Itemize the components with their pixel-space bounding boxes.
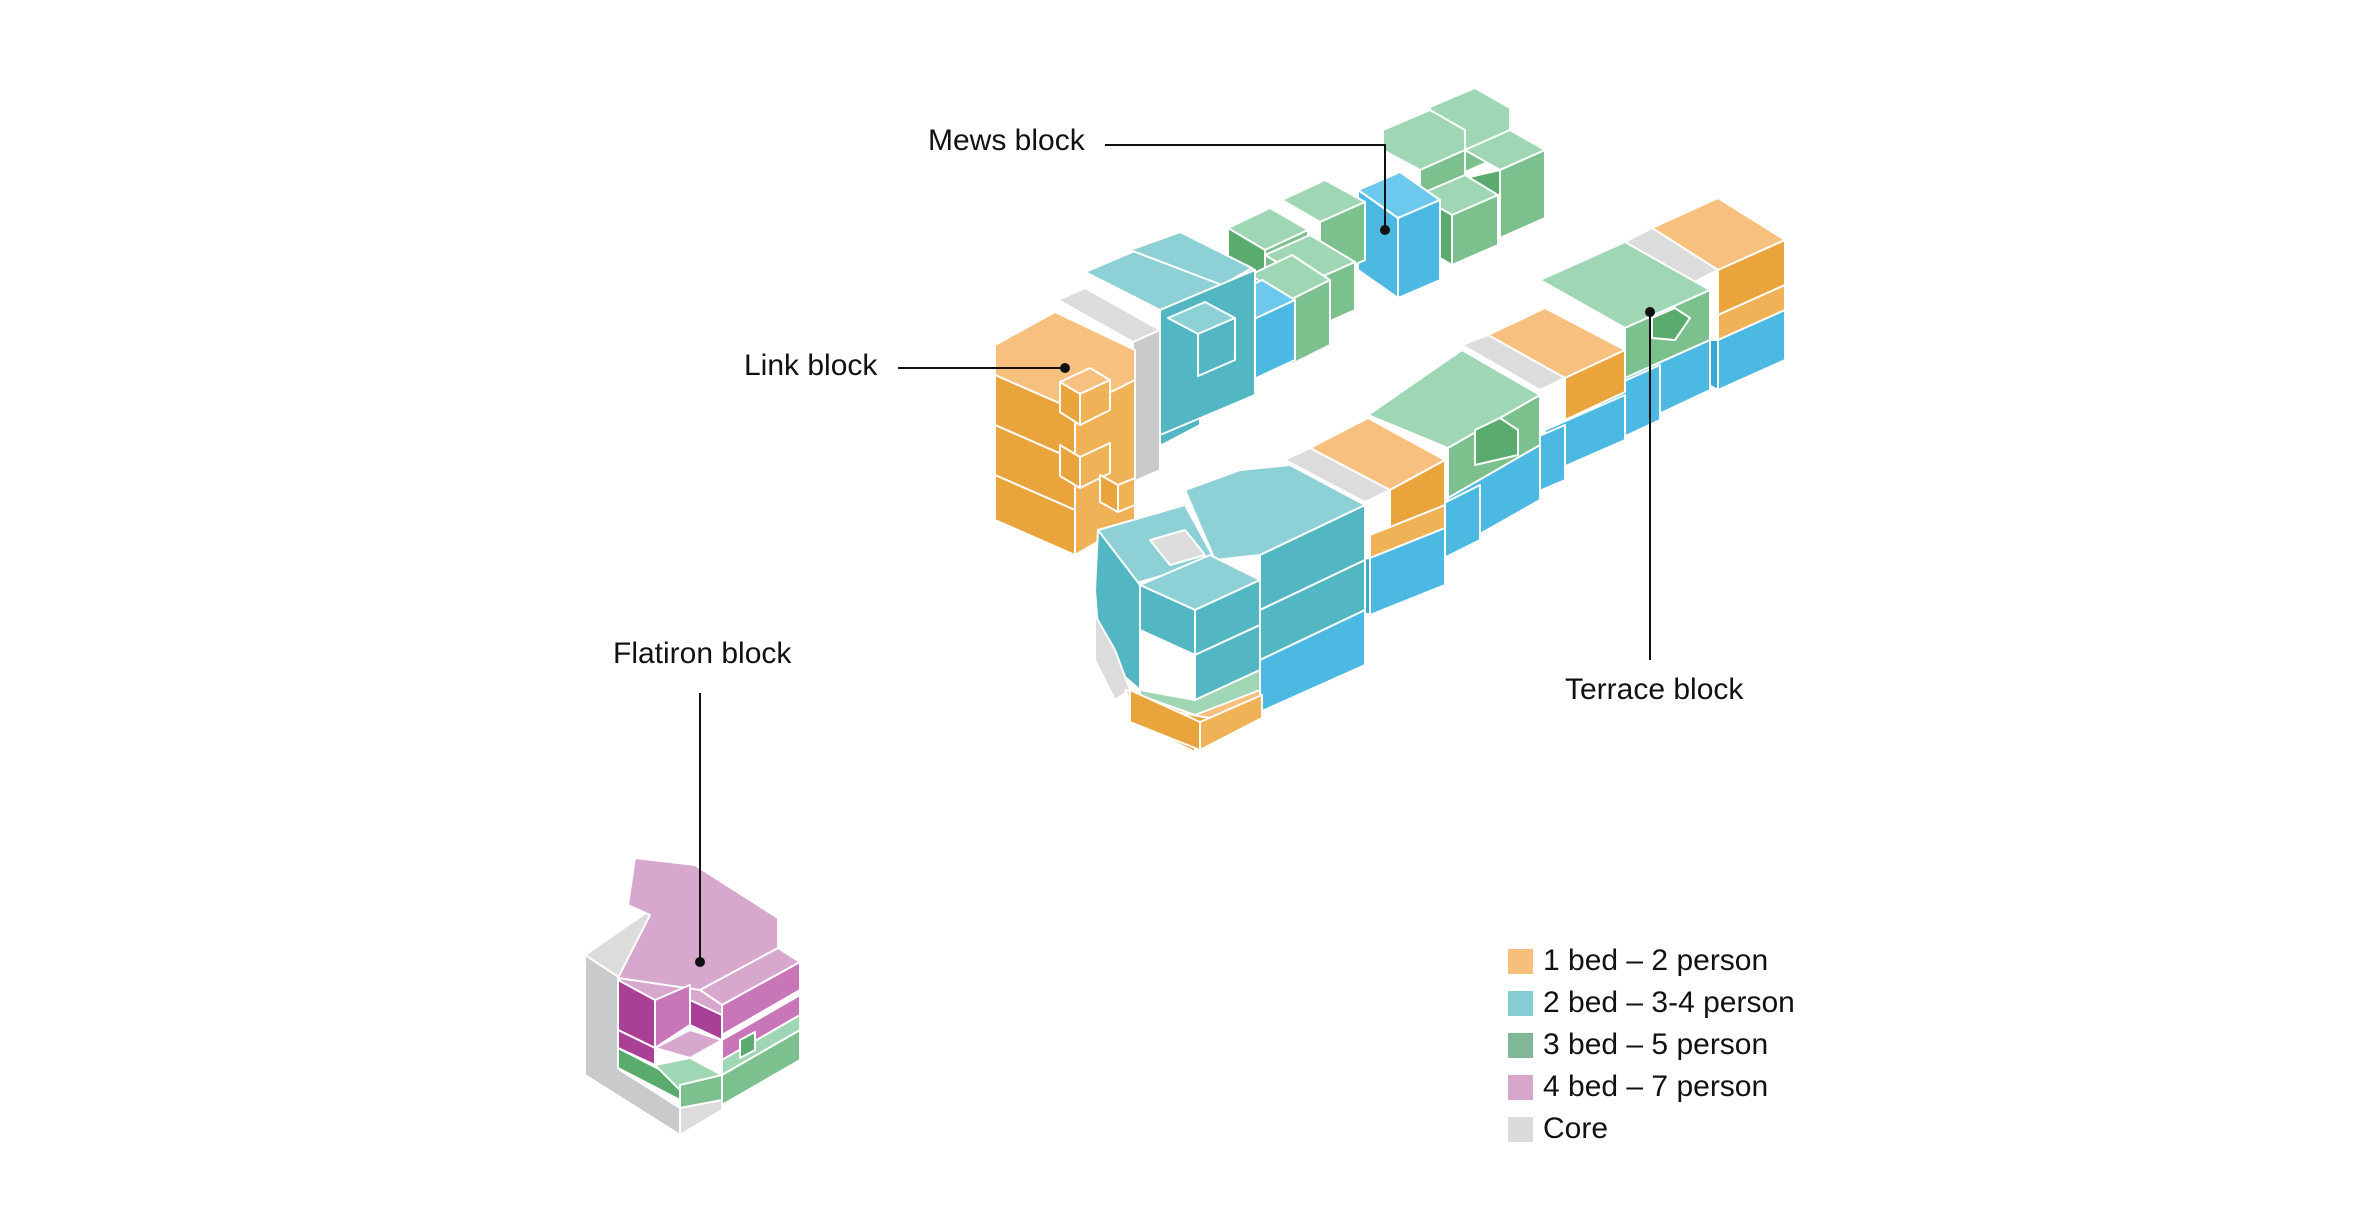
link-block-massing (994, 231, 1256, 556)
flatiron-leader-dot (695, 957, 705, 967)
legend-swatch-1-bed (1508, 948, 1533, 974)
legend-item-core: Core (1508, 1108, 1795, 1150)
legend-swatch-3-bed (1508, 1032, 1533, 1058)
legend-swatch-core (1508, 1116, 1533, 1142)
link-unit (1197, 317, 1236, 377)
flatiron-block-label: Flatiron block (613, 637, 792, 670)
terrace-unit (1474, 417, 1519, 466)
legend-swatch-2-bed (1508, 990, 1533, 1016)
legend-item-1-bed: 1 bed – 2 person (1508, 940, 1795, 982)
legend-item-3-bed: 3 bed – 5 person (1508, 1024, 1795, 1066)
link-block-label: Link block (744, 349, 878, 382)
legend-label-2-bed: 2 bed – 3-4 person (1543, 986, 1795, 1019)
terrace-unit (1651, 307, 1691, 341)
terrace-unit (1564, 349, 1626, 421)
legend-swatch-4-bed (1508, 1074, 1533, 1100)
legend: 1 bed – 2 person 2 bed – 3-4 person 3 be… (1508, 940, 1795, 1150)
link-leader-dot (1060, 363, 1070, 373)
link-core (1132, 329, 1161, 483)
mews-leader-line (1105, 144, 1386, 230)
terrace-unit (1199, 694, 1263, 751)
flatiron-unit (654, 984, 691, 1049)
link-unit (1129, 231, 1253, 286)
link-balcony (1079, 379, 1111, 426)
mews-leader-dot (1380, 225, 1390, 235)
terrace-leader-dot (1645, 307, 1655, 317)
terrace-core (1149, 529, 1206, 566)
terrace-core (1094, 614, 1131, 701)
leader-lines (699, 144, 1651, 962)
terrace-block-label: Terrace block (1565, 673, 1744, 706)
mews-block-label: Mews block (928, 124, 1085, 157)
legend-label-core: Core (1543, 1112, 1609, 1145)
legend-item-2-bed: 2 bed – 3-4 person (1508, 982, 1795, 1024)
legend-label-4-bed: 4 bed – 7 person (1543, 1070, 1769, 1103)
terrace-block-massing (1094, 197, 1786, 753)
mews-unit (1397, 199, 1441, 299)
leader-dots (695, 225, 1655, 967)
legend-label-1-bed: 1 bed – 2 person (1543, 944, 1769, 977)
link-balcony (1117, 477, 1136, 513)
flatiron-block-massing (584, 857, 801, 1136)
legend-item-4-bed: 4 bed – 7 person (1508, 1066, 1795, 1108)
legend-label-3-bed: 3 bed – 5 person (1543, 1028, 1769, 1061)
terrace-core (1461, 334, 1566, 391)
flatiron-unit (739, 1031, 756, 1059)
terrace-core (1284, 447, 1391, 503)
flatiron-unit (721, 1029, 801, 1106)
